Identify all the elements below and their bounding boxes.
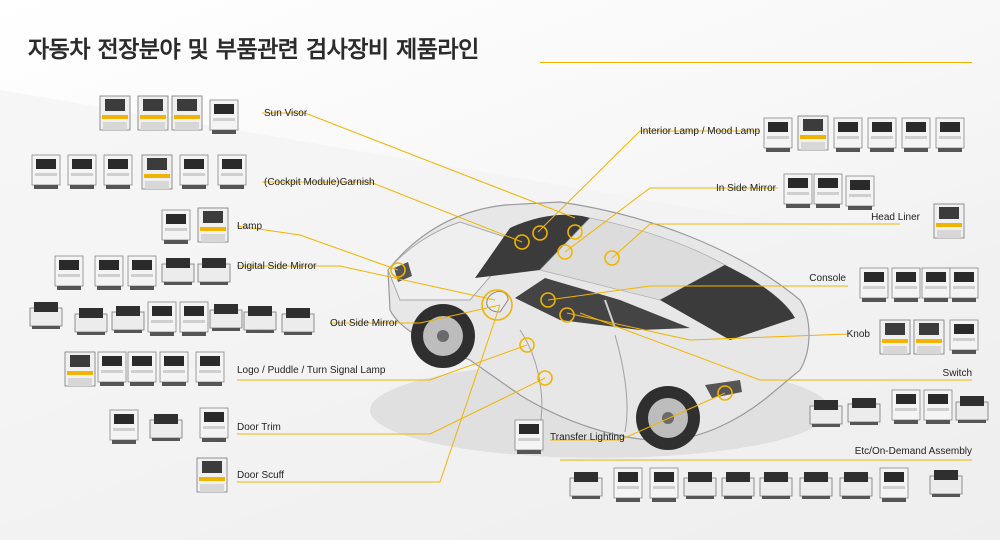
label-console: Console: [809, 273, 846, 284]
label-head-liner: Head Liner: [871, 212, 920, 223]
title-divider: [540, 62, 972, 63]
label-out-side-mirror: Out Side Mirror: [330, 318, 398, 329]
connector-lines: [236, 112, 972, 483]
label-cockpit-garnish: (Cockpit Module)Garnish: [264, 177, 375, 188]
label-knob: Knob: [846, 329, 870, 340]
label-door-trim: Door Trim: [237, 422, 281, 433]
page-title: 자동차 전장분야 및 부품관련 검사장비 제품라인: [28, 37, 479, 63]
label-sun-visor: Sun Visor: [264, 108, 308, 119]
highlight-points: [390, 224, 733, 401]
label-logo-puddle-turn-signal: Logo / Puddle / Turn Signal Lamp: [237, 365, 386, 376]
label-door-scuff: Door Scuff: [237, 470, 285, 481]
label-transfer-lighting: Transfer Lighting: [550, 432, 625, 443]
label-in-side-mirror: In Side Mirror: [715, 183, 776, 194]
car-illustration: [370, 201, 830, 458]
label-lamp: Lamp: [237, 221, 263, 232]
label-interior-lamp: Interior Lamp / Mood Lamp: [640, 126, 761, 137]
label-digital-side-mirror: Digital Side Mirror: [237, 261, 317, 272]
label-switch: Switch: [942, 368, 972, 379]
label-etc-on-demand: Etc/On-Demand Assembly: [854, 446, 972, 457]
